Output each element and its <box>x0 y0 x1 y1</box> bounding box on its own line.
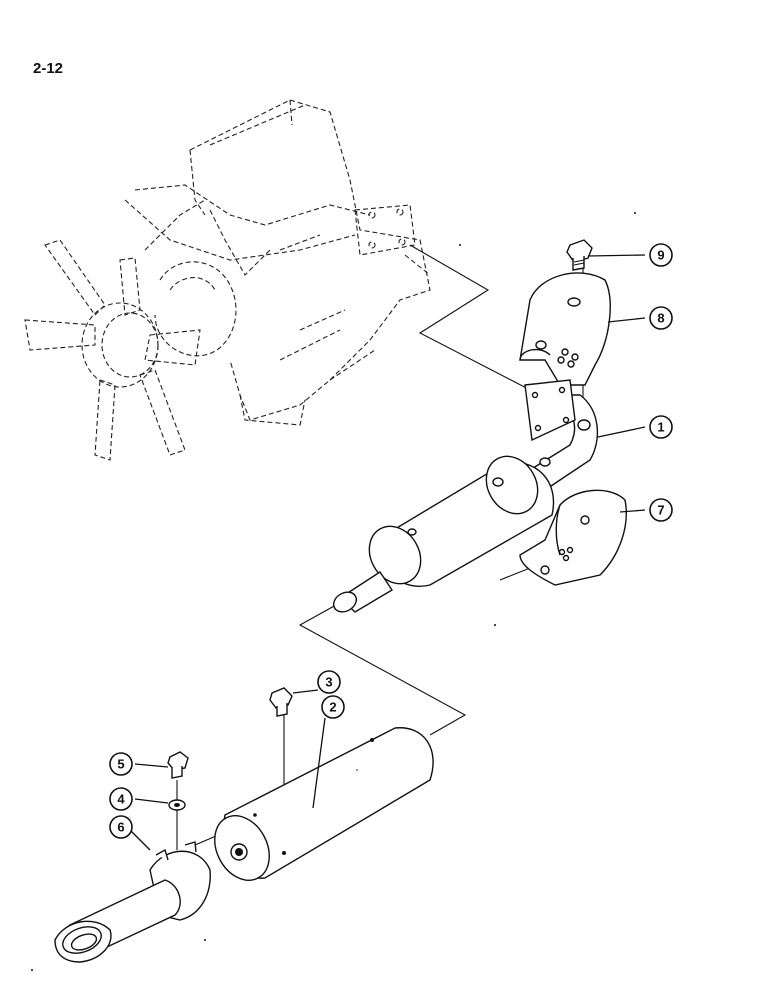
engine-outline <box>124 99 431 426</box>
screw-part-3 <box>269 687 293 717</box>
washer-part-4 <box>168 799 186 811</box>
callout-label: 6 <box>117 820 124 835</box>
cooling-fan <box>24 239 201 461</box>
tailpipe-part-6 <box>54 841 211 963</box>
callout-5: 5 <box>109 752 133 776</box>
callout-label: 5 <box>117 757 124 772</box>
callout-3: 3 <box>317 670 341 694</box>
exhaust-pipe-part-1 <box>332 379 599 613</box>
callout-2: 2 <box>321 695 345 719</box>
callout-label: 4 <box>117 792 125 807</box>
lower-clamp-part-7 <box>519 489 627 586</box>
callout-label: 3 <box>325 675 332 690</box>
bolt-part-9 <box>566 239 593 271</box>
muffler-shell-part-2 <box>214 727 434 881</box>
callout-label: 8 <box>657 311 664 326</box>
callout-6: 6 <box>109 815 133 839</box>
callout-label: 7 <box>657 503 664 518</box>
leader-lines <box>129 254 646 851</box>
callout-4: 4 <box>109 787 133 811</box>
callout-7: 7 <box>649 498 673 522</box>
callout-label: 9 <box>657 248 664 263</box>
callout-9: 9 <box>649 243 673 267</box>
callout-label: 1 <box>657 420 664 435</box>
upper-clamp-part-8 <box>519 272 611 386</box>
callout-1: 1 <box>649 415 673 439</box>
callout-label: 2 <box>329 700 336 715</box>
callout-8: 8 <box>649 306 673 330</box>
scan-specks <box>31 212 636 971</box>
screw-part-5 <box>167 751 189 779</box>
page-number: 2-12 <box>33 60 64 77</box>
